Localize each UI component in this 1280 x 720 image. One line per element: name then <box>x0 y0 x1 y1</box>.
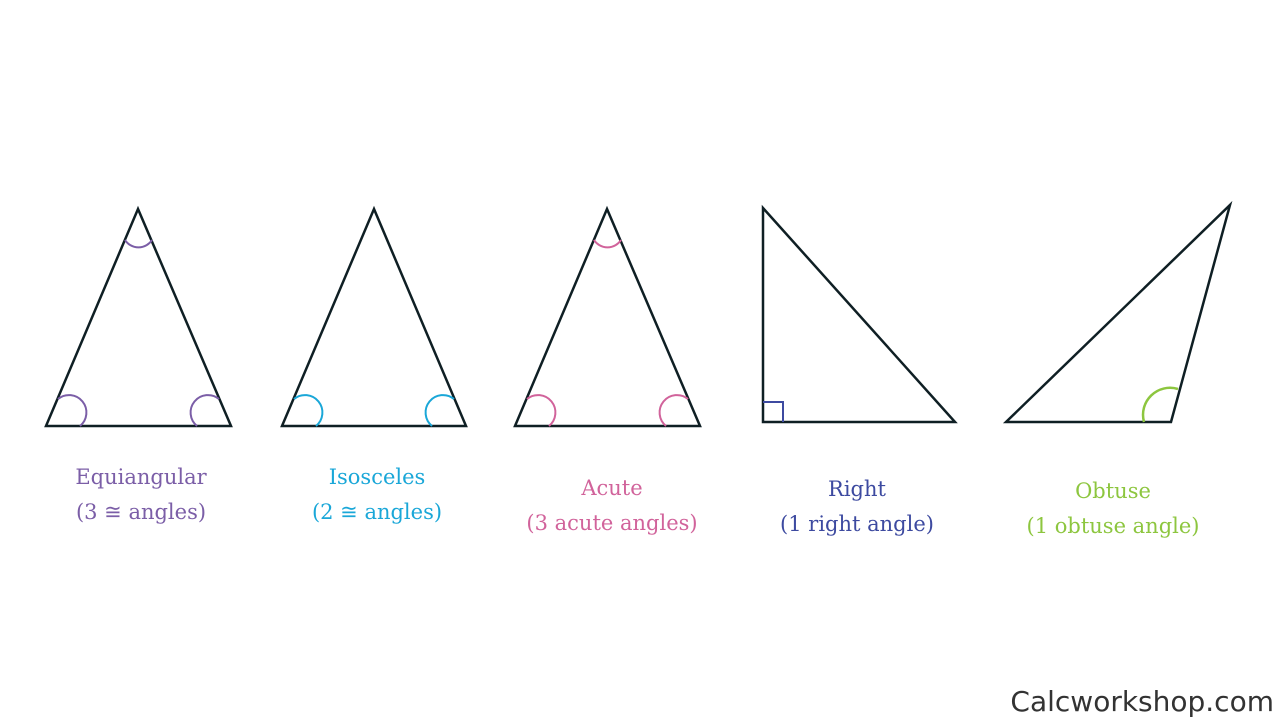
angle-mark-top <box>593 239 622 249</box>
isosceles-triangle <box>280 205 468 428</box>
label-title: Isosceles <box>328 465 426 489</box>
angle-mark-top <box>124 239 153 249</box>
angle-mark-left <box>293 394 324 427</box>
angle-mark-right <box>424 394 455 427</box>
label-equiangular: Equiangular (3 ≅ angles) <box>75 460 206 530</box>
right-angle-mark <box>763 401 784 422</box>
equiangular-triangle <box>44 205 233 428</box>
angle-mark-right <box>658 394 689 427</box>
watermark: Calcworkshop.com <box>1010 685 1274 718</box>
angle-mark-left <box>57 394 88 427</box>
label-title: Equiangular <box>75 465 207 489</box>
label-description: (1 right angle) <box>780 512 934 536</box>
angle-mark-left <box>526 394 557 427</box>
right-triangle <box>761 204 958 424</box>
label-description: (3 ≅ angles) <box>75 500 207 524</box>
label-obtuse: Obtuse (1 obtuse angle) <box>1027 474 1200 544</box>
angle-mark-obtuse <box>1141 386 1179 423</box>
label-description: (3 acute angles) <box>526 511 698 535</box>
label-right: Right (1 right angle) <box>780 472 934 542</box>
label-description: (2 ≅ angles) <box>311 500 443 524</box>
angle-mark-right <box>189 394 220 427</box>
obtuse-triangle <box>1002 200 1233 424</box>
label-title: Right <box>828 477 886 501</box>
label-description: (1 obtuse angle) <box>1026 514 1200 538</box>
label-title: Acute <box>581 476 643 500</box>
label-acute: Acute (3 acute angles) <box>526 471 697 541</box>
label-title: Obtuse <box>1075 479 1151 503</box>
label-isosceles: Isosceles (2 ≅ angles) <box>312 460 442 530</box>
acute-triangle <box>513 205 702 428</box>
